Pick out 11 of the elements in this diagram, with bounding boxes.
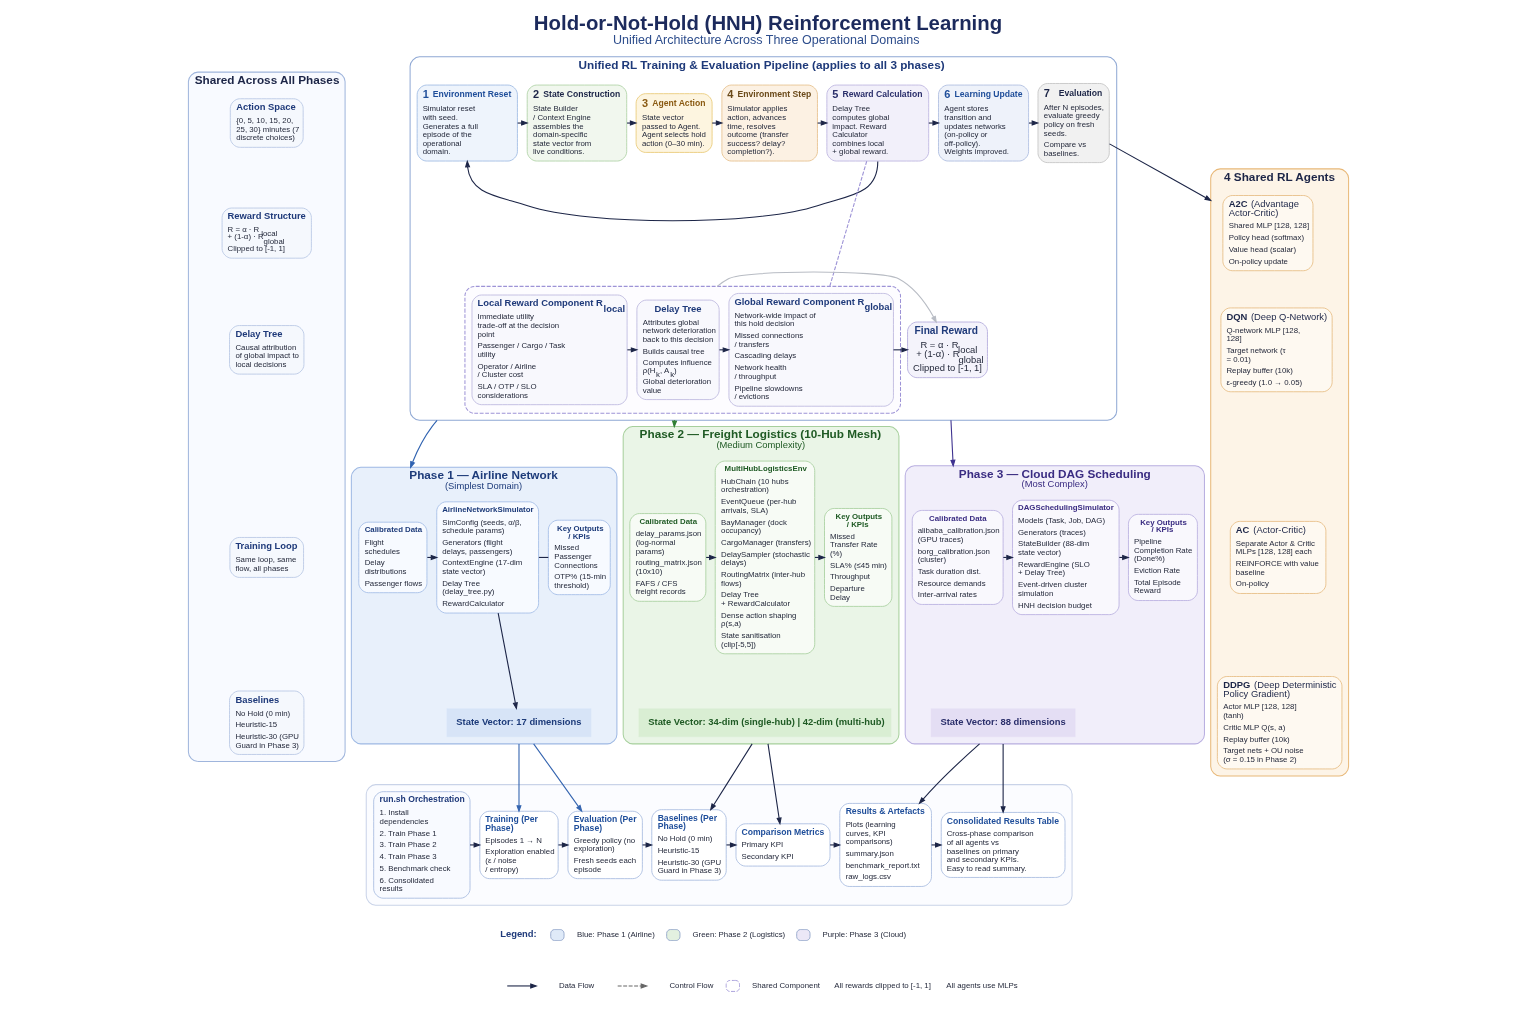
label: All agents use MLPs (945, 980, 1018, 990)
legend-label: Control Flow (668, 980, 713, 990)
legend-label: Blue: Phase 1 (Airline) (576, 929, 655, 939)
diagram-title: Hold-or-Not-Hold (HNH) Reinforcement Learning (533, 12, 1002, 35)
caption: Unified Architecture Across Three Operational Domains (612, 33, 920, 48)
legend-label: Green: Phase 2 (Logistics) (692, 929, 785, 939)
label: Legend: (499, 927, 537, 939)
legend-label: Shared Component (751, 980, 820, 990)
label: All rewards clipped to [-1, 1] (833, 980, 931, 990)
legend-label: Purple: Phase 3 (Cloud) (822, 929, 906, 939)
legend-label: Data Flow (558, 980, 594, 990)
